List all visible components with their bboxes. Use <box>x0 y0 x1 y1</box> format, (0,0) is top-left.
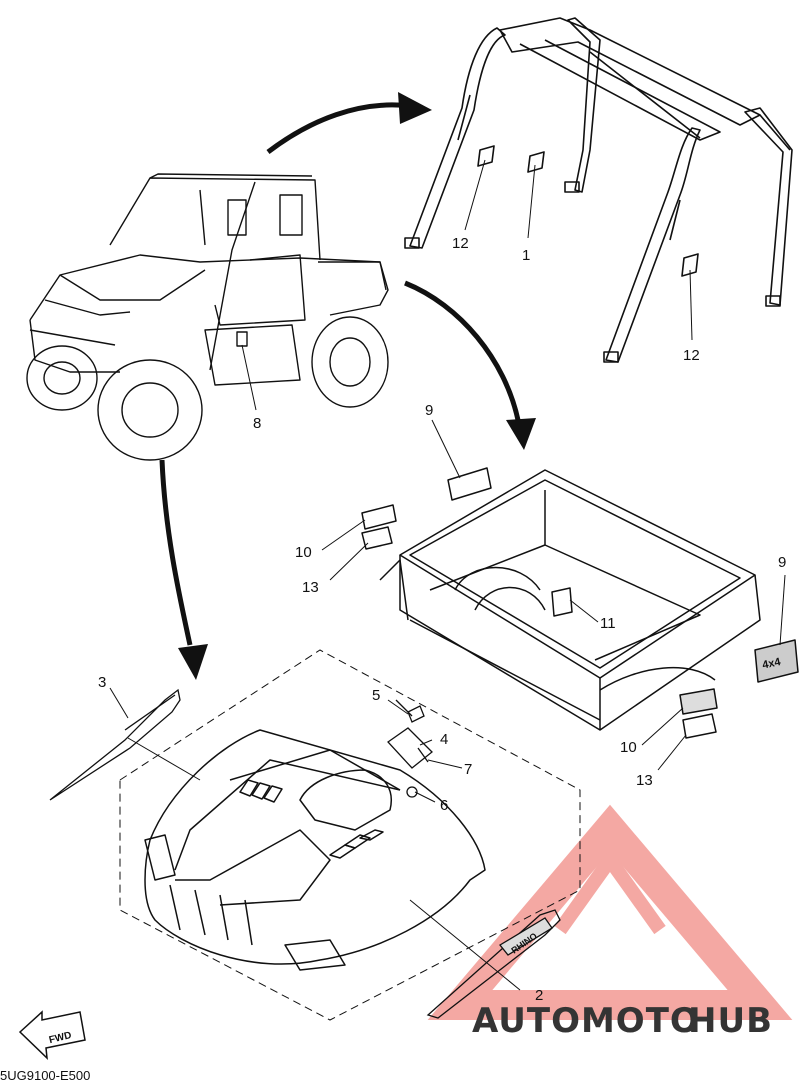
callout-8: 8 <box>253 415 261 432</box>
cargo-bed <box>361 467 799 739</box>
callout-10-right: 10 <box>620 739 637 756</box>
callout-12-right: 12 <box>683 347 700 364</box>
leader-lines-cage <box>464 159 693 341</box>
arrowhead-bed <box>506 418 536 450</box>
watermark-text-secondary: HUB <box>688 1001 773 1041</box>
leader-line-8 <box>241 344 257 411</box>
callout-12-left: 12 <box>452 235 469 252</box>
watermark-logo: AUTOMOTO HUB <box>427 804 793 1041</box>
arrow-to-rollcage <box>266 102 411 154</box>
arrowhead-hood <box>178 644 208 680</box>
callout-6: 6 <box>440 797 448 814</box>
stripe-decal-3 <box>49 688 181 801</box>
callout-5: 5 <box>372 687 380 704</box>
arrowhead-rollcage <box>398 92 432 124</box>
leader-lines-hood <box>109 687 521 991</box>
callout-3: 3 <box>98 674 106 691</box>
callout-4: 4 <box>440 731 448 748</box>
callout-1: 1 <box>522 247 530 264</box>
arrow-to-hood <box>159 459 193 646</box>
watermark-text-primary: AUTOMOTO <box>472 1001 700 1041</box>
fwd-arrow-icon <box>18 1010 86 1060</box>
callout-10-left: 10 <box>295 544 312 561</box>
hood-hardware <box>387 699 433 798</box>
callout-9-right: 9 <box>778 554 786 571</box>
callout-13-right: 13 <box>636 772 653 789</box>
callout-11: 11 <box>600 615 616 632</box>
callout-13-left: 13 <box>302 579 319 596</box>
rhino-decal-2 <box>426 909 561 1019</box>
decal-4x4-text: 4x4 <box>761 656 782 672</box>
roll-cage <box>404 17 793 363</box>
callout-9-top: 9 <box>425 402 433 419</box>
callout-7: 7 <box>464 761 472 778</box>
hood-assembly <box>144 729 486 971</box>
arrow-to-bed <box>404 280 521 421</box>
fwd-label: FWD <box>48 1030 73 1046</box>
hood-dashed-boundary <box>119 649 581 1021</box>
diagram-code: 5UG9100-E500 <box>0 1068 90 1083</box>
callout-2: 2 <box>535 987 543 1004</box>
leader-lines-bed <box>321 419 786 771</box>
utv-vehicle <box>26 173 389 461</box>
